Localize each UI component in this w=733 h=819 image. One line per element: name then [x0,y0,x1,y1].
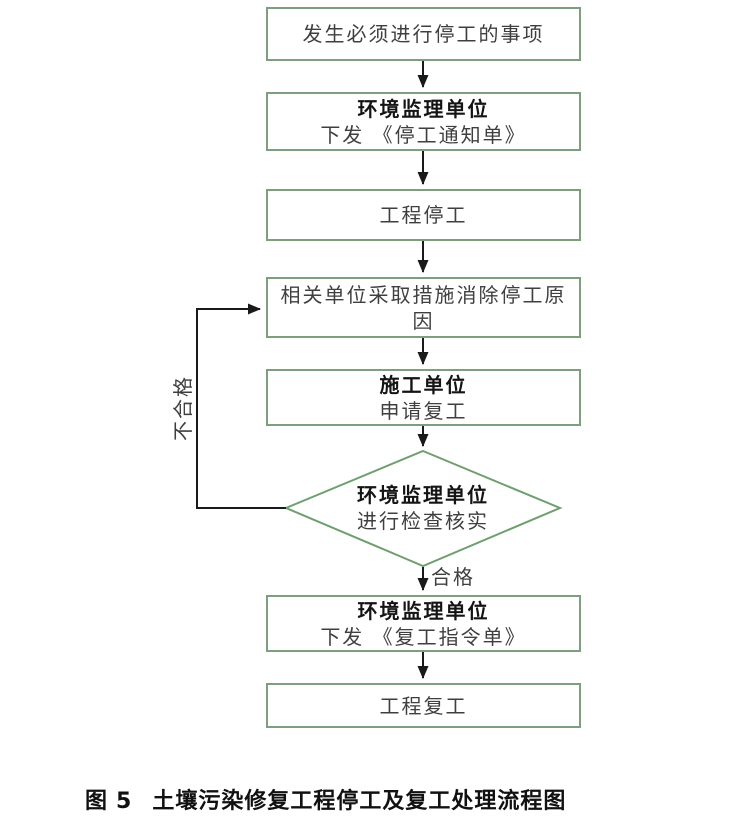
node-issue-resume-text: 下发 《复工指令单》 [320,624,527,649]
node-apply-resume-title: 施工单位 [379,372,468,397]
pass-edge-label: 合格 [431,565,475,589]
figure-caption-number: 5 [116,789,133,814]
node-project-resume: 工程复工 [266,683,581,728]
figure-caption-prefix: 图 [85,789,109,814]
node-issue-stop-notice: 环境监理单位 下发 《停工通知单》 [266,92,581,151]
node-verify-title: 环境监理单位 [357,483,489,507]
node-apply-resume-text: 申请复工 [379,398,468,423]
figure-caption-title: 土壤污染修复工程停工及复工处理流程图 [152,789,567,814]
node-eliminate-cause: 相关单位采取措施消除停工原因 [266,277,581,338]
fail-edge-label: 不合格 [171,375,195,441]
node-issue-stop-text: 下发 《停工通知单》 [320,122,527,147]
node-issue-resume-title: 环境监理单位 [357,598,490,623]
node-eliminate-cause-text: 相关单位采取措施消除停工原因 [280,282,567,333]
node-stop-event-text: 发生必须进行停工的事项 [302,22,545,46]
node-project-stop-text: 工程停工 [379,203,468,227]
feedback-loop-fail [196,303,286,509]
node-stop-event: 发生必须进行停工的事项 [266,7,581,61]
node-issue-stop-title: 环境监理单位 [357,96,490,121]
node-verify-decision: 环境监理单位 进行检查核实 [273,482,573,534]
node-apply-resume: 施工单位 申请复工 [266,369,581,426]
node-project-resume-text: 工程复工 [379,693,468,718]
node-issue-resume-order: 环境监理单位 下发 《复工指令单》 [266,595,581,652]
node-project-stop: 工程停工 [266,189,581,241]
decision-diamond-shape [283,449,563,568]
node-verify-text: 进行检查核实 [357,509,489,533]
